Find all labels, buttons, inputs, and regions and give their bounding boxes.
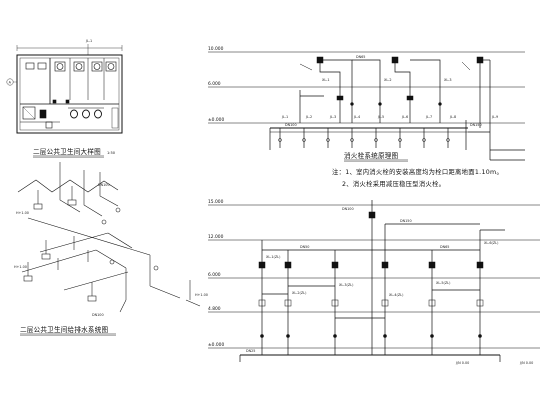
jl-label-5: JL-5: [377, 115, 384, 119]
plan-room-label: JL-1: [85, 39, 92, 43]
jl-label-3: JL-3: [329, 115, 336, 119]
bottom-fittings: [258, 211, 484, 338]
bottom-elev-4: 4.800: [208, 306, 221, 312]
size-dn150-top: DN150: [470, 123, 482, 127]
top-elev-1: 10.000: [208, 46, 224, 52]
top-floor-lines: [208, 51, 525, 124]
xl-zl-label-4: XL-4(ZL): [389, 293, 404, 297]
jl-label-8: JL-8: [449, 115, 456, 119]
toilet-system-title: 二层公共卫生间给排水系统图: [20, 325, 109, 334]
bottom-floor-lines: [208, 204, 540, 349]
bottom-elev-5: ±0.000: [208, 342, 224, 348]
jl-label-1: JL-1: [281, 115, 288, 119]
xl-zl-label-6: XL-6(ZL): [484, 241, 499, 245]
jl-label-4: JL-4: [353, 115, 360, 119]
size-dn150-bottom: DN150: [400, 219, 412, 223]
toilet-plan-scale: 1:50: [107, 151, 116, 155]
top-elev-3: ±0.000: [208, 117, 224, 123]
toilet-plan-title: 二层公共卫生间大样图: [33, 147, 101, 156]
size-dn25-bottom: DN25: [246, 349, 255, 353]
bottom-elev-2: 12.000: [208, 234, 224, 240]
system-pipe-label-2: DN100: [92, 313, 104, 317]
toilet-system: [17, 162, 201, 313]
hydrant-system-title: 消火栓系统原理图: [344, 151, 399, 160]
bottom-mark-right: J/N 0.00: [519, 361, 533, 365]
top-elev-2: 6.000: [208, 81, 221, 87]
plan-axis-label: A: [9, 80, 12, 84]
size-dn100-top: DN100: [285, 123, 297, 127]
note-2: 2、消火栓采用减压稳压型消火栓。: [342, 179, 445, 188]
xl-zl-label-3: XL-3(ZL): [339, 283, 354, 287]
size-dn65-top: DN65: [356, 55, 365, 59]
xl-label-1: XL-1: [322, 78, 330, 82]
bottom-risers: [239, 200, 505, 362]
bottom-elev-3: 6.000: [208, 272, 221, 278]
xl-zl-label-2: XL-2(ZL): [292, 291, 307, 295]
xl-label-2: XL-2: [384, 78, 392, 82]
system-level-label: H+1.00: [16, 211, 29, 215]
jl-label-7: JL-7: [425, 115, 432, 119]
jl-label-2: JL-2: [305, 115, 312, 119]
jl-label-9: JL-9: [491, 115, 498, 119]
top-risers: [269, 59, 525, 161]
xl-label-3: XL-3: [444, 78, 452, 82]
system-level-label-3: H+1.00: [195, 293, 208, 297]
xl-zl-label-5: XL-5(ZL): [436, 281, 451, 285]
size-dn50-bottom: DN50: [300, 245, 309, 249]
top-fittings: [278, 56, 484, 142]
bottom-mark-left: J/N 0.00: [455, 361, 469, 365]
system-level-label-2: H+1.00: [14, 265, 27, 269]
system-pipe-label: DN100: [98, 183, 110, 187]
xl-zl-label-1: XL-1(ZL): [266, 255, 281, 259]
bottom-elev-1: 15.000: [208, 199, 224, 205]
size-dn65-bottom: DN65: [440, 245, 449, 249]
jl-label-6: JL-6: [401, 115, 408, 119]
toilet-plan: JL-1 A: [6, 39, 123, 134]
size-dn100-bottom: DN100: [342, 207, 354, 211]
note-1: 注：1、室内消火栓的安装高度均为栓口距离地面1.10m。: [332, 167, 503, 176]
